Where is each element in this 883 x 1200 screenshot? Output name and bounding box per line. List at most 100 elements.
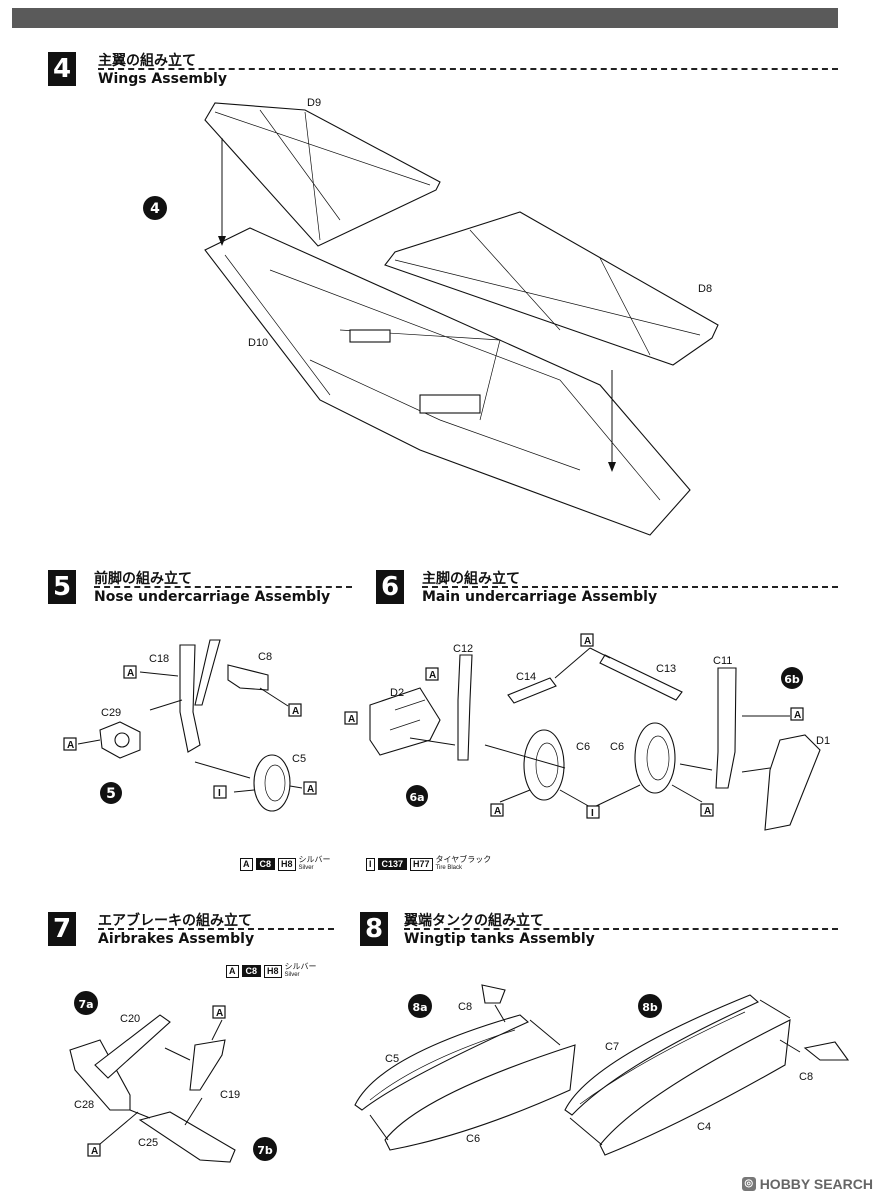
step-5-title-en: Nose undercarriage Assembly (94, 589, 331, 605)
paint-key-a-c13 (580, 633, 594, 647)
hobby-search-logo-icon: ◎ (741, 1177, 756, 1191)
label-d1: D1 (816, 735, 830, 747)
svg-text:4: 4 (150, 201, 160, 217)
step-4-number: 4 (48, 52, 76, 86)
part-c19-actuator (189, 1039, 226, 1091)
step-6-divider (422, 586, 838, 588)
step-6-title-en: Main undercarriage Assembly (422, 589, 658, 605)
label-c7: C7 (605, 1041, 619, 1053)
label-c29: C29 (101, 707, 121, 719)
callout-7b (253, 1137, 277, 1161)
paint-key-a-wheel-left (490, 803, 504, 817)
svg-text:I: I (218, 788, 221, 799)
svg-text:8b: 8b (642, 1001, 658, 1014)
svg-text:A: A (494, 806, 501, 817)
part-c14-link (507, 677, 557, 704)
step-4-title-jp: 主翼の組み立て (98, 53, 196, 69)
part-c4-tank-half (599, 1019, 791, 1156)
label-d8: D8 (698, 283, 712, 295)
label-d10: D10 (248, 337, 268, 349)
step-4-title-en: Wings Assembly (98, 71, 227, 87)
step-4-drawing: D9 D8 D10 4 (143, 97, 719, 536)
label-c18: C18 (149, 653, 169, 665)
step-8-title-en: Wingtip tanks Assembly (404, 931, 595, 947)
svg-text:7b: 7b (257, 1144, 273, 1157)
part-c5-wheel (253, 754, 291, 812)
svg-text:6b: 6b (784, 673, 800, 686)
callout-6b (781, 667, 803, 689)
label-d2: D2 (390, 687, 404, 699)
step-7-title-en: Airbrakes Assembly (98, 931, 255, 947)
label-c11: C11 (713, 655, 732, 667)
paint-key-a-c12 (425, 667, 439, 681)
svg-text:A: A (348, 714, 355, 725)
svg-text:A: A (794, 710, 801, 721)
part-d9-wing (204, 102, 441, 247)
label-d9: D9 (307, 97, 321, 109)
label-c6-left: C6 (576, 741, 590, 753)
callout-5 (100, 782, 122, 804)
callout-7a (74, 991, 98, 1015)
paint-key-i-c5 (213, 785, 227, 799)
callout-8b (638, 994, 662, 1018)
header-bar (12, 8, 838, 28)
label-c28: C28 (74, 1099, 94, 1111)
label-c4: C4 (697, 1121, 711, 1133)
step-8-number: 8 (360, 912, 388, 946)
svg-text:A: A (429, 670, 436, 681)
svg-text:A: A (307, 784, 314, 795)
step-5-number: 5 (48, 570, 76, 604)
part-c20-actuator (94, 1014, 171, 1079)
svg-text:A: A (67, 740, 74, 751)
callout-6a (406, 785, 428, 807)
part-c11-strut (715, 667, 737, 789)
label-c20: C20 (120, 1013, 140, 1025)
paint-key-a-d2 (344, 711, 358, 725)
part-d8-wing (384, 211, 719, 366)
step-8-divider (404, 928, 838, 930)
label-c8-right: C8 (799, 1071, 813, 1083)
step-7-drawing: C20 C19 C28 C25 A A 7a 7b (69, 991, 277, 1163)
part-c25-airbrake (138, 1111, 236, 1163)
step-5-divider (94, 586, 352, 588)
part-d1-door (764, 734, 821, 831)
step-5-drawing: C18 C8 C29 C5 A A A I A 5 (63, 639, 317, 812)
label-c8: C8 (258, 651, 272, 663)
label-c25: C25 (138, 1137, 158, 1149)
label-c5-tank: C5 (385, 1053, 399, 1065)
paint-key-a-c29 (63, 737, 77, 751)
label-c8-left: C8 (458, 1001, 472, 1013)
label-c12: C12 (453, 643, 473, 655)
paint-key-a-c11 (790, 707, 804, 721)
label-c14: C14 (516, 671, 536, 683)
step-7-number: 7 (48, 912, 76, 946)
paint-key-a-c19 (212, 1005, 226, 1019)
step-8-drawing: C8 C5 C6 C7 C4 C8 8a 8b (354, 984, 850, 1156)
label-c13: C13 (656, 663, 676, 675)
svg-text:8a: 8a (412, 1001, 427, 1014)
step-6-title-jp: 主脚の組み立て (422, 571, 520, 587)
svg-text:I: I (591, 808, 594, 819)
part-d10-lower-wing (204, 227, 691, 536)
part-c13-link (599, 654, 683, 701)
paint-key-a-wheel-right (700, 803, 714, 817)
part-c6-tank-half (384, 1044, 576, 1151)
svg-text:A: A (127, 668, 134, 679)
callout-4 (143, 196, 167, 220)
paint-key-a-c18 (123, 665, 137, 679)
part-c18-strut (179, 644, 201, 753)
step-6-drawing: D2 C12 C14 C13 C11 C6 C6 D1 A A A A A I … (344, 633, 830, 831)
part-c5-tank-half (354, 1014, 530, 1111)
part-c8-fin-right (803, 1041, 850, 1061)
part-c8-fin-left (481, 984, 506, 1004)
callout-8a (408, 994, 432, 1018)
paint-key-i-wheels (586, 805, 600, 819)
step-8-title-jp: 翼端タンクの組み立て (404, 913, 544, 929)
paint-key-a-c25 (87, 1143, 101, 1157)
svg-text:A: A (216, 1008, 223, 1019)
watermark: ◎ HOBBY SEARCH (741, 1176, 873, 1192)
svg-text:A: A (292, 706, 299, 717)
